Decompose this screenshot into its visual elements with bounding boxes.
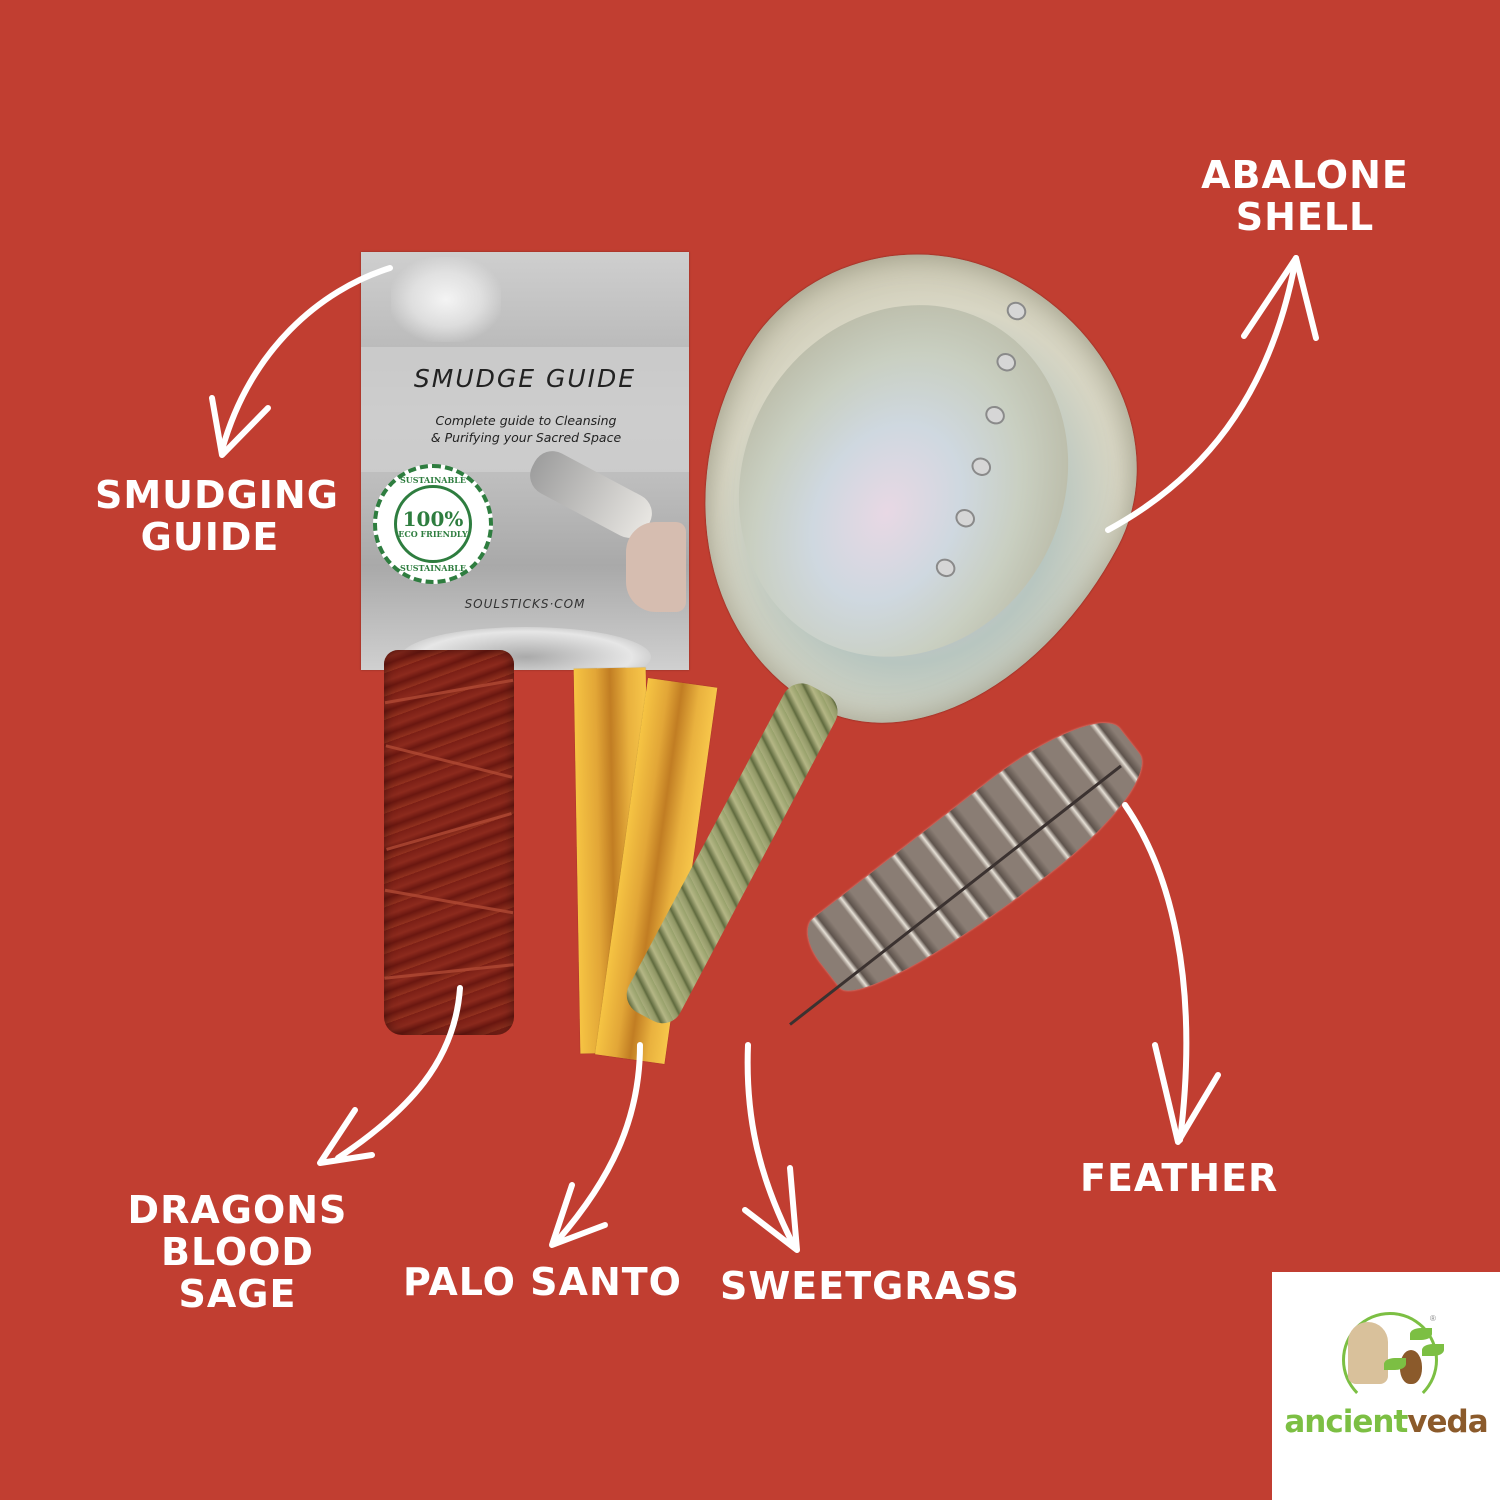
booklet-website: SOULSTICKS·COM [464, 597, 586, 611]
label-line: SHELL [1235, 194, 1375, 239]
brand-name: ancientveda [1272, 1404, 1500, 1440]
registered-mark: ® [1430, 1314, 1436, 1323]
arrowhead-icon [1152, 1042, 1221, 1145]
arrow-palo-santo [555, 1042, 643, 1243]
label-abalone-shell: ABALONE SHELL [1195, 153, 1415, 239]
label-sweetgrass: SWEETGRASS [720, 1264, 1021, 1308]
sage-figure-icon [1348, 1322, 1388, 1384]
label-palo-santo: PALO SANTO [403, 1260, 682, 1304]
twine [385, 744, 513, 779]
arrowhead-icon [742, 1165, 800, 1253]
twine [384, 888, 514, 915]
booklet-subtitle-line1: Complete guide to Cleansing [435, 413, 617, 428]
arrow-feather [1122, 802, 1190, 1143]
label-line: BLOOD SAGE [161, 1229, 314, 1316]
leaf-icon [1384, 1358, 1406, 1370]
arrowhead-icon [549, 1182, 608, 1248]
arrow-abalone-shell [1105, 255, 1299, 533]
label-feather: FEATHER [1080, 1156, 1279, 1200]
hand-image [626, 522, 686, 612]
stamp-percent: 100% [402, 507, 464, 531]
twine [384, 678, 514, 705]
stamp-inner: 100% ECO FRIENDLY [394, 485, 472, 563]
smudge-guide-booklet: SMUDGE GUIDE Complete guide to Cleansing… [361, 252, 689, 670]
logo-arc-icon [1342, 1312, 1438, 1408]
arrowhead-icon [317, 1107, 375, 1166]
shell-nacre [677, 246, 1130, 715]
leaf-icon [1422, 1344, 1444, 1356]
shell-hole [1003, 298, 1030, 324]
booklet-title: SMUDGE GUIDE [413, 364, 637, 393]
ancientveda-logo: ® ancientveda [1272, 1272, 1500, 1500]
brand-name-part1: ancient [1284, 1404, 1408, 1440]
twine [386, 812, 512, 851]
label-dragons-blood-sage: DRAGONS BLOOD SAGE [95, 1188, 380, 1316]
stamp-ring-bottom: SUSTAINABLE [400, 563, 466, 573]
dragons-blood-sage-image [384, 650, 514, 1035]
label-line: DRAGONS [127, 1188, 348, 1232]
label-line: ABALONE [1201, 153, 1409, 197]
twine [384, 963, 514, 980]
booklet-subtitle-line2: & Purifying your Sacred Space [430, 430, 622, 445]
label-line: SMUDGING [95, 473, 339, 517]
booklet-subtitle: Complete guide to Cleansing & Purifying … [391, 412, 661, 446]
stamp-text: ECO FRIENDLY [398, 529, 468, 539]
arrowhead-icon [1241, 255, 1319, 341]
brand-name-part2: veda [1407, 1404, 1488, 1440]
stamp-ring-top: SUSTAINABLE [400, 475, 466, 485]
feather-quill [789, 764, 1122, 1026]
label-line: GUIDE [140, 514, 280, 559]
leaf-icon [1410, 1328, 1432, 1340]
title-band [361, 347, 689, 472]
eco-friendly-stamp: SUSTAINABLE 100% ECO FRIENDLY SUSTAINABL… [373, 464, 493, 584]
feather-image [796, 697, 1164, 1019]
arrow-sweetgrass [744, 1042, 798, 1251]
label-smudging-guide: SMUDGING GUIDE [95, 473, 339, 559]
arrowhead-icon [209, 395, 271, 458]
smoke-image [391, 257, 501, 342]
